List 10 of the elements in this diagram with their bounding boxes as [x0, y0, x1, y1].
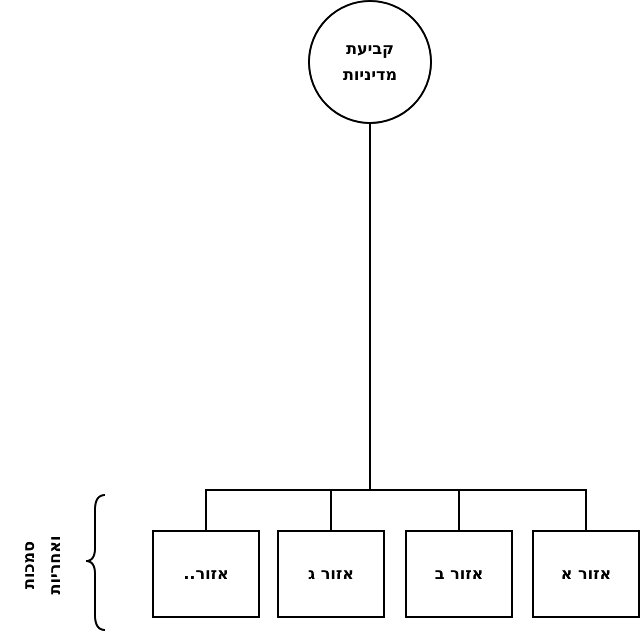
box-text: אזור ג — [308, 563, 354, 585]
region-box — [277, 530, 385, 618]
region-box — [532, 530, 640, 618]
box-text: אזור.. — [183, 563, 229, 585]
circle-text: קביעת מדיניות — [342, 38, 398, 86]
region-box — [405, 530, 513, 618]
box-text: אזור א — [560, 563, 612, 585]
rotated-label: סמכות ואחריות — [18, 534, 65, 596]
region-box — [152, 530, 260, 618]
box-text: אזור ב — [434, 563, 484, 585]
